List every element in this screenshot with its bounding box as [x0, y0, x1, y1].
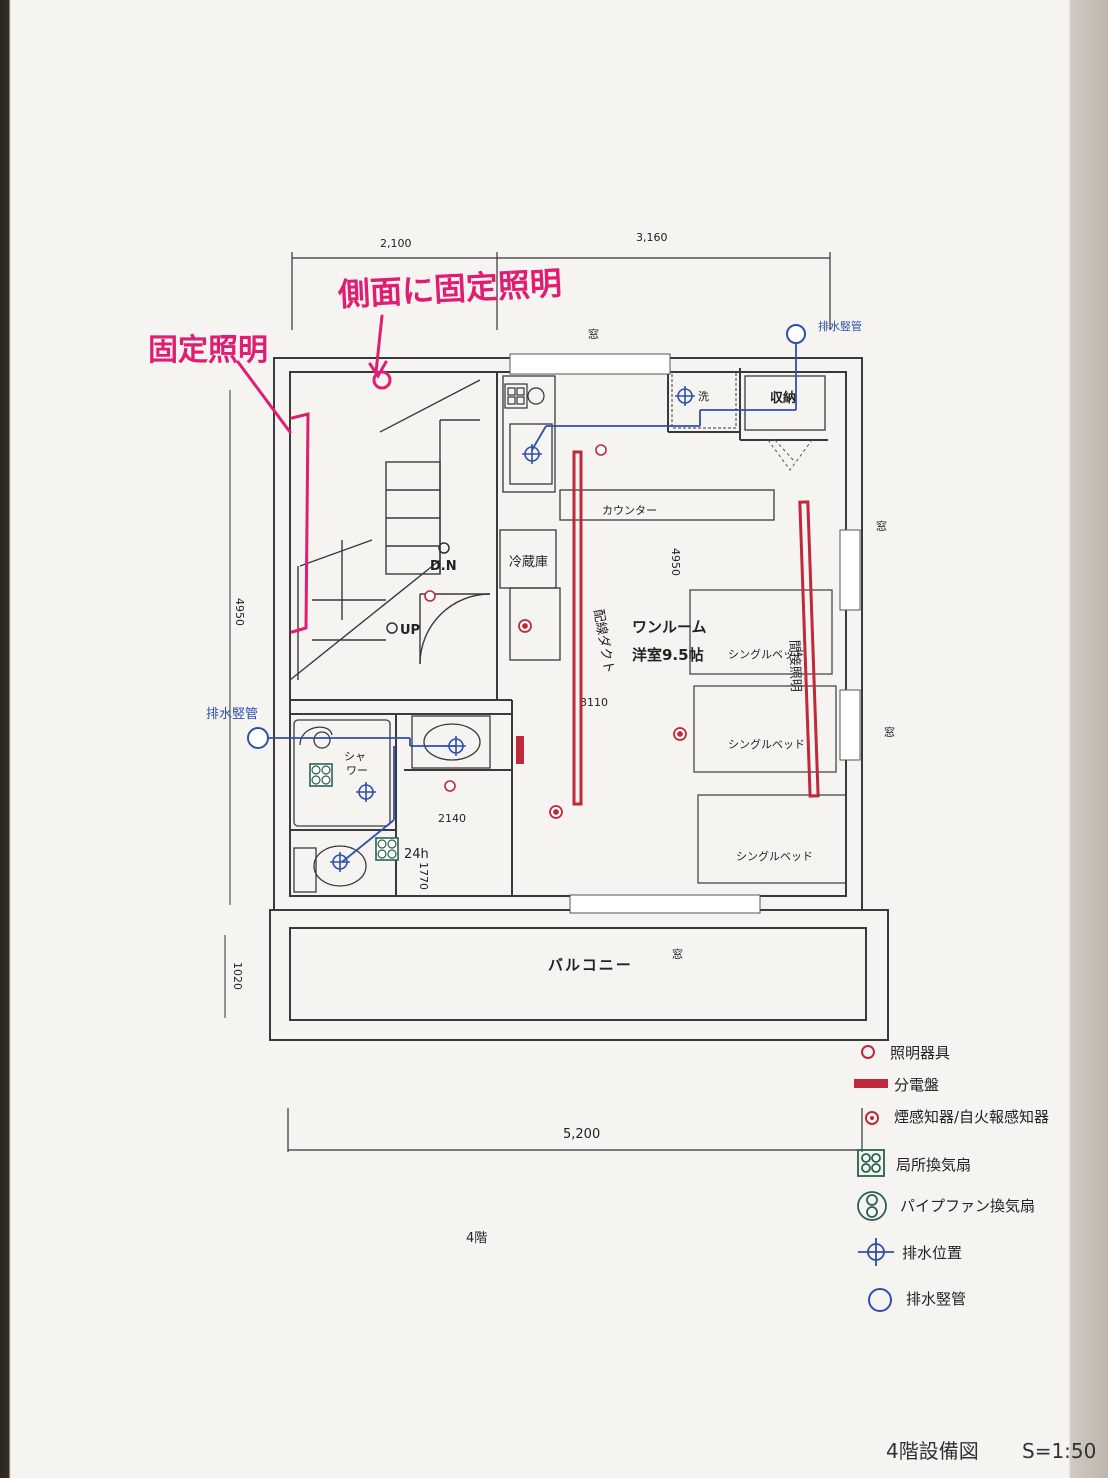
window-label-right-2: 窓	[884, 725, 895, 739]
dim-balcony-depth: 1020	[231, 962, 244, 990]
shower-label-1: シャ	[344, 750, 366, 763]
dim-room-width: 3110	[580, 696, 608, 709]
legend-label-5: 排水位置	[902, 1244, 962, 1262]
local-fan-blades	[311, 765, 397, 859]
bottom-dimension-line	[287, 1108, 863, 1152]
dim-room-depth: 4950	[669, 548, 682, 576]
dim-top-right: 3,160	[636, 231, 668, 244]
dim-top-left: 2,100	[380, 237, 412, 250]
window-label-bottom: 窓	[672, 947, 683, 961]
counter-label: カウンター	[602, 504, 657, 517]
light-fixture-icons	[424, 444, 607, 792]
legend-label-1: 分電盤	[894, 1076, 939, 1094]
local-fan-icon	[857, 1149, 885, 1177]
left-dimension-line	[224, 390, 231, 1018]
washer-space	[671, 371, 737, 429]
drain-stack-icon-top	[786, 324, 806, 344]
drain-position-icons	[330, 386, 695, 872]
top-dimension-line	[291, 252, 831, 330]
stove-icon	[504, 383, 545, 409]
smoke-detector-icons	[518, 619, 687, 819]
paper-sheet	[9, 0, 1071, 1478]
shower-label-2: ワー	[346, 764, 368, 777]
stairs-up-marker-icon	[386, 622, 398, 634]
drain-pipes	[268, 342, 797, 863]
light-fixture-icon	[861, 1045, 875, 1059]
drain-stack-icon-left	[247, 727, 269, 749]
indirect-light-bar	[798, 500, 820, 798]
handwritten-annotations	[236, 314, 392, 634]
fridge-label: 冷蔵庫	[509, 555, 548, 570]
distribution-board-icon	[516, 736, 524, 764]
handwritten-note-left: 固定照明	[148, 333, 268, 368]
windows	[509, 353, 861, 914]
legend-label-6: 排水竪管	[906, 1290, 966, 1308]
storage-closet	[744, 375, 826, 431]
stairs-down-label: D.N	[430, 559, 457, 574]
drawing-scale: S=1:50	[1022, 1439, 1096, 1463]
drawing-title: 4階設備図	[886, 1439, 979, 1463]
drain-stack-label-top: 排水竪管	[818, 319, 862, 333]
legend-label-3: 局所換気扇	[896, 1156, 971, 1174]
bed-label-3: シングルベッド	[736, 849, 813, 863]
pipe-fan-icon	[857, 1191, 887, 1221]
beds	[689, 589, 847, 884]
window-label-top: 窓	[588, 327, 599, 341]
bathroom-fixtures	[293, 715, 491, 893]
floor-label: 4階	[466, 1231, 487, 1246]
main-room-name: ワンルーム	[632, 618, 707, 636]
legend-label-2: 煙感知器/自火報感知器	[894, 1108, 1049, 1126]
dim-bath-width: 2140	[438, 812, 466, 825]
main-room-size: 洋室9.5帖	[632, 646, 704, 664]
legend-label-4: パイプファン換気扇	[900, 1197, 1035, 1215]
closet-door-swing	[767, 439, 813, 471]
bed-label-2: シングルベッド	[728, 737, 805, 751]
fan-24h-label: 24h	[404, 847, 429, 862]
washer-label: 洗	[698, 390, 709, 403]
drain-stack-icon	[868, 1288, 892, 1312]
balcony-label: バルコニー	[548, 956, 633, 974]
local-fan-icon	[309, 763, 399, 861]
wiring-duct-bar	[572, 450, 583, 806]
storage-label: 収納	[770, 390, 796, 406]
kitchen-counter-unit	[499, 375, 775, 661]
drain-position-icon	[858, 1238, 894, 1266]
stairs-down-marker-icon	[438, 542, 450, 554]
indirect-light-label: 間接照明	[786, 640, 804, 693]
legend-label-0: 照明器具	[890, 1044, 950, 1062]
window-label-right-1: 窓	[876, 519, 887, 533]
legend: 照明器具 分電盤 煙感知器/自火報感知器 局所換気扇 パイプファン換気扇 排水位…	[854, 1044, 1049, 1312]
dim-bottom-total: 5,200	[563, 1127, 600, 1142]
interior-walls	[290, 368, 828, 896]
dim-left-height: 4950	[233, 598, 246, 626]
bed-label-1: シングルベッド	[728, 647, 805, 661]
staircase	[289, 379, 491, 681]
drain-stack-label-left: 排水竪管	[206, 707, 258, 722]
stairs-up-label: UP	[400, 623, 420, 638]
distribution-board-icon	[854, 1079, 888, 1088]
dim-toilet-depth: 1770	[417, 862, 430, 890]
